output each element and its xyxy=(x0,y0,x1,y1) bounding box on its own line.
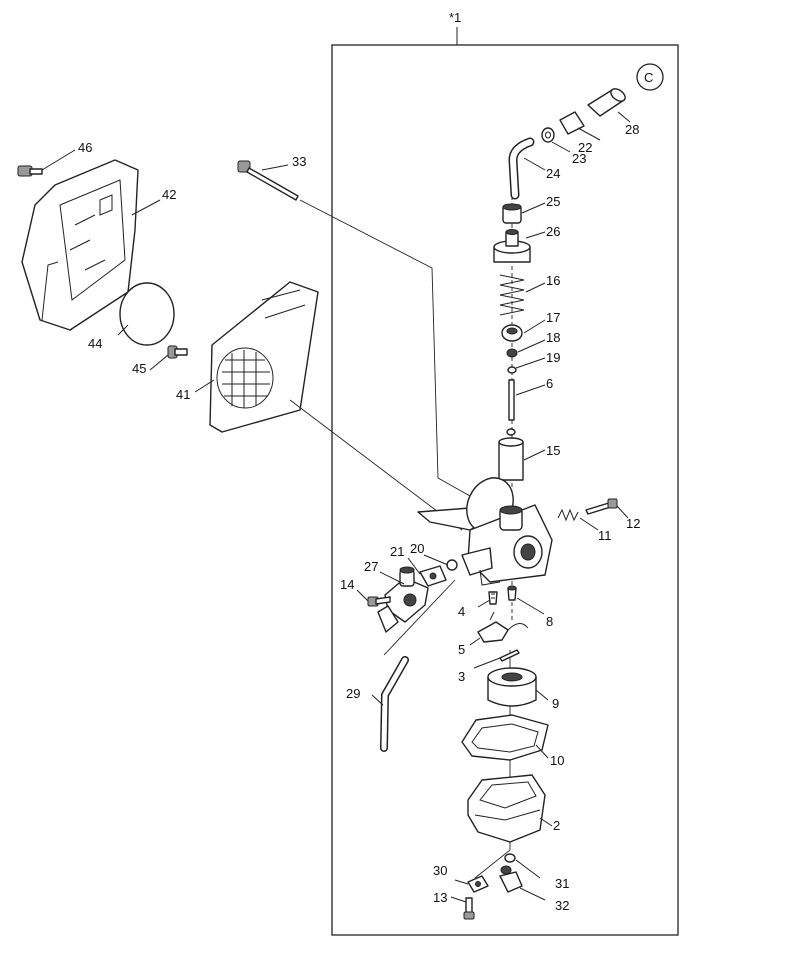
label-part-29: 29 xyxy=(346,686,360,701)
label-part-8: 8 xyxy=(546,614,553,629)
part-41-air-cleaner-base xyxy=(209,281,319,433)
label-part-2: 2 xyxy=(553,818,560,833)
part-9-float xyxy=(487,667,537,707)
part-5-float-arm xyxy=(477,611,529,643)
part-10-gasket xyxy=(461,714,549,761)
part-21-gasket xyxy=(419,565,447,587)
label-part-6: 6 xyxy=(546,376,553,391)
label-part-30: 30 xyxy=(433,863,447,878)
label-part-23: 23 xyxy=(572,151,586,166)
label-part-33: 33 xyxy=(292,154,306,169)
label-part-13: 13 xyxy=(433,890,447,905)
part-45-bolt xyxy=(167,345,188,359)
part-26-top-cover xyxy=(493,229,531,263)
label-part-44: 44 xyxy=(88,336,102,351)
label-part-45: 45 xyxy=(132,361,146,376)
label-part-41: 41 xyxy=(176,387,190,402)
label-part-9: 9 xyxy=(552,696,559,711)
part-labels: 2 3 4 5 6 8 9 10 11 12 13 14 15 16 17 18… xyxy=(78,122,640,913)
part-6-jet-needle xyxy=(506,379,516,436)
part-8-jet xyxy=(507,585,517,601)
part-25-cap xyxy=(502,203,522,224)
assembly-frame: *1 xyxy=(331,10,679,936)
label-part-11: 11 xyxy=(598,528,612,543)
label-part-14: 14 xyxy=(340,577,354,592)
part-3-pin xyxy=(499,649,520,662)
leader-lines xyxy=(41,111,631,903)
part-27-primer xyxy=(377,566,429,633)
label-part-16: 16 xyxy=(546,273,560,288)
part-33-long-bolt xyxy=(237,160,299,201)
label-part-22: 22 xyxy=(578,140,592,155)
label-part-31: 31 xyxy=(555,876,569,891)
label-part-27: 27 xyxy=(364,559,378,574)
part-28-cable-adjuster xyxy=(587,88,626,117)
part-42-air-cleaner-cover xyxy=(21,159,139,331)
assembly-marker: *1 xyxy=(449,10,461,25)
part-32-drain-screw xyxy=(499,865,523,893)
carburetor-body xyxy=(417,477,553,586)
part-11-spring xyxy=(557,508,579,522)
label-part-32: 32 xyxy=(555,898,569,913)
part-24-tube xyxy=(508,137,535,200)
label-part-19: 19 xyxy=(546,350,560,365)
label-part-25: 25 xyxy=(546,194,560,209)
part-23-washer xyxy=(541,127,555,143)
part-22-nut xyxy=(559,111,585,135)
part-13-screw xyxy=(463,897,475,920)
label-part-17: 17 xyxy=(546,310,560,325)
label-part-26: 26 xyxy=(546,224,560,239)
reference-circle: C xyxy=(636,63,664,91)
part-44-filter-element xyxy=(119,282,175,346)
part-18-clip xyxy=(506,348,518,358)
label-part-3: 3 xyxy=(458,669,465,684)
label-part-46: 46 xyxy=(78,140,92,155)
label-part-5: 5 xyxy=(458,642,465,657)
label-part-20: 20 xyxy=(410,541,424,556)
part-19-clip xyxy=(507,366,517,374)
label-part-18: 18 xyxy=(546,330,560,345)
label-part-21: 21 xyxy=(390,544,404,559)
part-20-plug xyxy=(446,559,458,571)
label-part-15: 15 xyxy=(546,443,560,458)
part-31-o-ring xyxy=(504,853,516,863)
part-2-float-chamber xyxy=(467,774,546,843)
part-14-screw xyxy=(367,596,391,607)
part-15-throttle-valve xyxy=(498,437,524,481)
label-part-12: 12 xyxy=(626,516,640,531)
label-part-4: 4 xyxy=(458,604,465,619)
label-part-28: 28 xyxy=(625,122,639,137)
part-30-washer xyxy=(467,875,489,893)
part-29-tube xyxy=(380,656,409,752)
part-46-bolt xyxy=(17,165,43,177)
label-part-24: 24 xyxy=(546,166,560,181)
part-12-screw xyxy=(585,498,618,515)
part-17-retainer xyxy=(501,324,523,342)
label-part-10: 10 xyxy=(550,753,564,768)
part-4-jet xyxy=(488,591,498,605)
label-part-42: 42 xyxy=(162,187,176,202)
reference-marker: C xyxy=(644,70,653,85)
part-16-spring xyxy=(499,274,525,316)
